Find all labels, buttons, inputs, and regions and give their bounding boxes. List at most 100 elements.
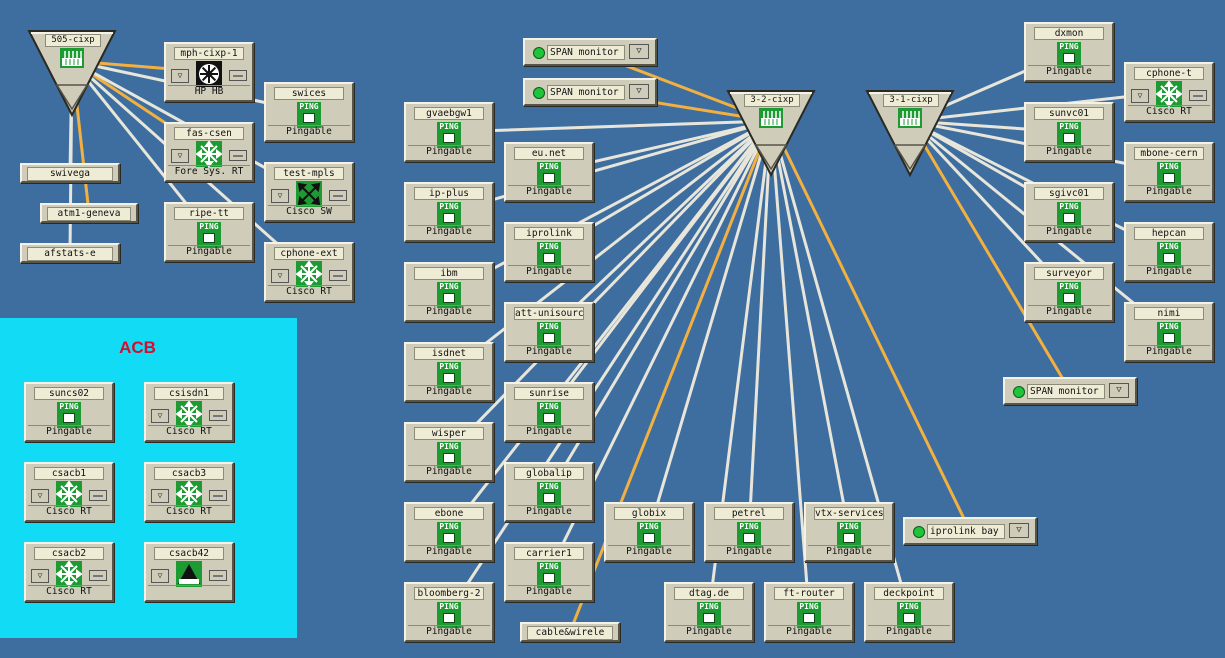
node-fas-csen[interactable]: fas-csen▽Fore Sys. RT xyxy=(164,122,254,182)
node-csacb42[interactable]: csacb42▽ xyxy=(144,542,234,602)
monitor-name: SPAN monitor xyxy=(547,85,625,100)
chevron-down-icon[interactable]: ▽ xyxy=(1009,523,1029,538)
node-status: Pingable xyxy=(608,545,690,558)
chevron-down-icon[interactable]: ▽ xyxy=(629,84,649,99)
switch-icon xyxy=(296,181,322,207)
node-csisdn1[interactable]: csisdn1▽Cisco RT xyxy=(144,382,234,442)
dropdown-button[interactable]: ▽ xyxy=(1131,89,1149,103)
ping-text: PING xyxy=(539,562,559,571)
minimize-button[interactable] xyxy=(89,570,107,581)
status-led-icon xyxy=(913,526,925,538)
minimize-button[interactable] xyxy=(1189,90,1207,101)
status-led-icon xyxy=(1013,386,1025,398)
dropdown-button[interactable]: ▽ xyxy=(31,489,49,503)
dropdown-button[interactable]: ▽ xyxy=(171,149,189,163)
dropdown-button[interactable]: ▽ xyxy=(271,189,289,203)
dropdown-button[interactable]: ▽ xyxy=(151,409,169,423)
chevron-down-icon[interactable]: ▽ xyxy=(629,44,649,59)
node-status: Cisco RT xyxy=(148,425,230,438)
node-name: dxmon xyxy=(1034,27,1104,40)
dropdown-button[interactable]: ▽ xyxy=(171,69,189,83)
label-swivega[interactable]: swivega xyxy=(20,163,120,183)
ping-icon: PING xyxy=(437,282,461,308)
node-csacb3[interactable]: csacb3▽Cisco RT xyxy=(144,462,234,522)
hub-name: 3-1-cixp xyxy=(883,94,939,107)
node-csacb2[interactable]: csacb2▽Cisco RT xyxy=(24,542,114,602)
ping-text: PING xyxy=(539,482,559,491)
dropdown-button[interactable]: ▽ xyxy=(151,489,169,503)
hub-h505[interactable]: 505-cixp xyxy=(27,29,117,119)
monitor-iprolink-bay[interactable]: iprolink bay▽ xyxy=(903,517,1037,545)
monitor-mon1[interactable]: SPAN monitor▽ xyxy=(523,38,657,66)
node-mph-cixp-1[interactable]: mph-cixp-1▽HP HB xyxy=(164,42,254,102)
minimize-button[interactable] xyxy=(329,190,347,201)
ping-icon: PING xyxy=(437,202,461,228)
ping-text: PING xyxy=(539,242,559,251)
ping-text: PING xyxy=(739,522,759,531)
monitor-mon2[interactable]: SPAN monitor ▽ xyxy=(523,78,657,106)
minimize-button[interactable] xyxy=(329,270,347,281)
dropdown-button[interactable]: ▽ xyxy=(271,269,289,283)
label-atm1-geneva[interactable]: atm1-geneva xyxy=(40,203,138,223)
dropdown-button[interactable]: ▽ xyxy=(151,569,169,583)
hub-h31[interactable]: 3-1-cixp xyxy=(865,89,955,179)
dropdown-button[interactable]: ▽ xyxy=(31,569,49,583)
label-afstats-e[interactable]: afstats-e xyxy=(20,243,120,263)
node-cphone-ext[interactable]: cphone-ext▽Cisco RT xyxy=(264,242,354,302)
node-status: Pingable xyxy=(508,425,590,438)
node-name: iprolink xyxy=(514,227,584,240)
node-csacb1[interactable]: csacb1▽Cisco RT xyxy=(24,462,114,522)
minimize-button[interactable] xyxy=(229,150,247,161)
router-icon xyxy=(296,261,322,287)
ping-text: PING xyxy=(899,602,919,611)
minimize-button[interactable] xyxy=(209,490,227,501)
label-name: cable&wirele xyxy=(527,626,613,640)
ping-icon: PING xyxy=(437,442,461,468)
node-cphone-t[interactable]: cphone-t▽Cisco RT xyxy=(1124,62,1214,122)
chevron-down-icon[interactable]: ▽ xyxy=(1109,383,1129,398)
hub-h32[interactable]: 3-2-cixp xyxy=(726,89,816,179)
minimize-button[interactable] xyxy=(209,410,227,421)
monitor-mon3[interactable]: SPAN monitor▽ xyxy=(1003,377,1137,405)
minimize-button[interactable] xyxy=(209,570,227,581)
minimize-button[interactable] xyxy=(229,70,247,81)
node-status: Cisco RT xyxy=(268,285,350,298)
node-test-mpls[interactable]: test-mpls▽Cisco SW xyxy=(264,162,354,222)
node-name: csacb3 xyxy=(154,467,224,480)
label-cable-wirele[interactable]: cable&wirele xyxy=(520,622,620,642)
node-name: bloomberg-2 xyxy=(414,587,484,600)
ping-box-icon xyxy=(303,113,315,123)
ping-text: PING xyxy=(1059,202,1079,211)
minimize-button[interactable] xyxy=(89,490,107,501)
node-name: nimi xyxy=(1134,307,1204,320)
